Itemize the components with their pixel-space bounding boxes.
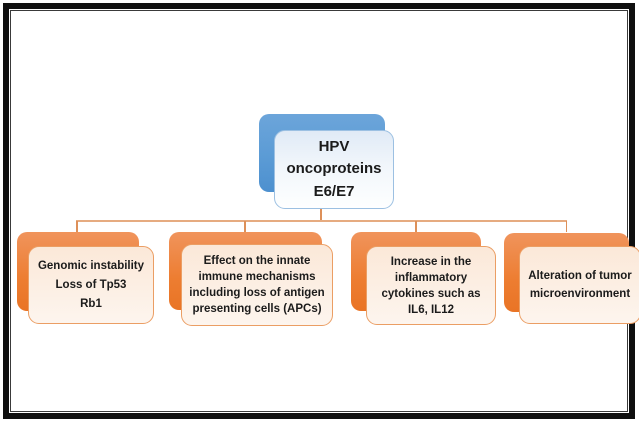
child-node-inflammatory-cytokines: Increase in the inflammatory cytokines s… [366, 246, 496, 325]
root-node-subtitle: E6/E7 [313, 183, 355, 200]
page-frame: HPV oncoproteins E6/E7 Genomic instabili… [3, 3, 639, 419]
child-node-text: Alteration of tumor microenvironment [528, 270, 632, 300]
connector-drop-4 [565, 221, 567, 232]
child-node-text: Genomic instability Loss of Tp53 Rb1 [37, 259, 145, 310]
connector-bar [76, 220, 567, 222]
child-node-genomic-instability: Genomic instability Loss of Tp53 Rb1 [28, 246, 154, 324]
connector-drop-3 [415, 221, 417, 232]
root-node-title: HPV oncoproteins [286, 138, 382, 177]
connector-drop-2 [244, 221, 246, 232]
child-node-tumor-microenvironment: Alteration of tumor microenvironment [519, 246, 639, 324]
connector-drop-1 [76, 221, 78, 232]
root-node: HPV oncoproteins E6/E7 [274, 130, 394, 209]
child-node-innate-immune: Effect on the innate immune mechanisms i… [181, 244, 333, 326]
connector-stem [320, 209, 322, 221]
child-node-text: Increase in the inflammatory cytokines s… [381, 255, 481, 316]
child-node-text: Effect on the innate immune mechanisms i… [189, 255, 325, 315]
